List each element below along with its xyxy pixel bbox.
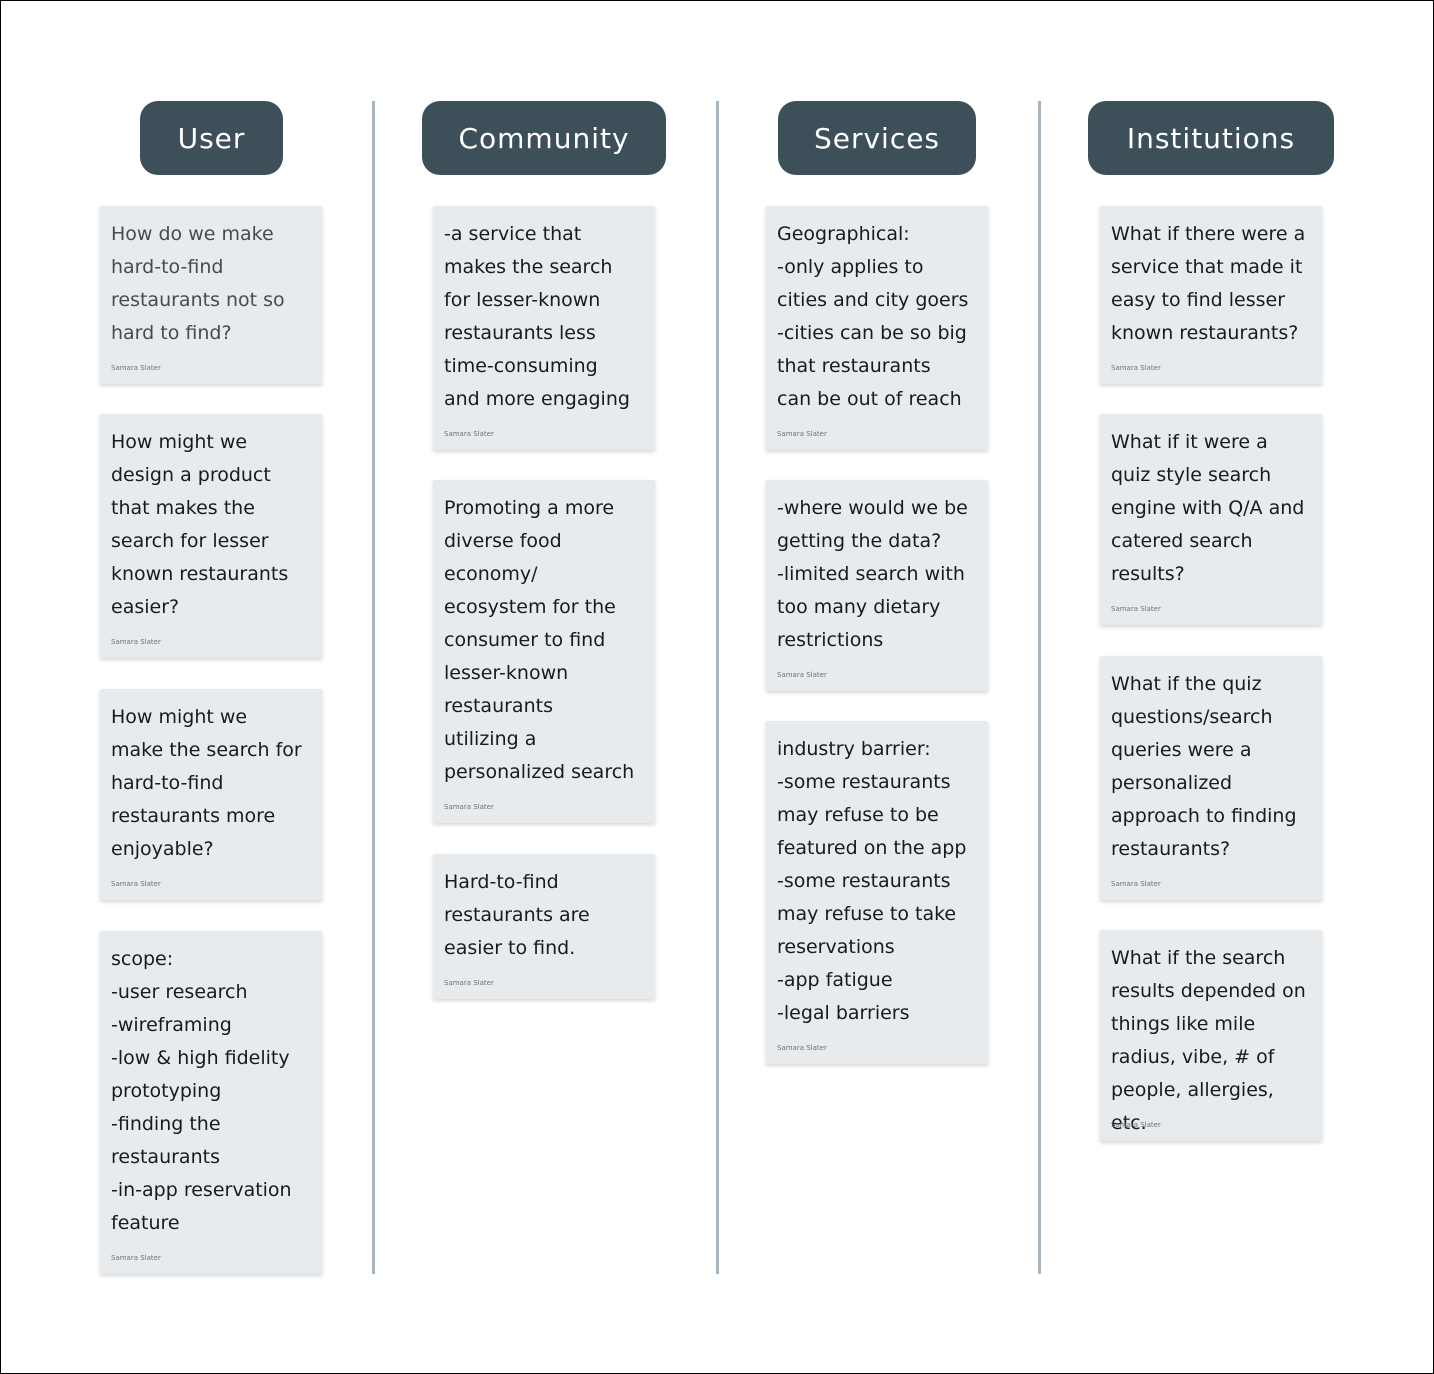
note-text: What if it were a quiz style search engi… xyxy=(1111,431,1305,585)
note-text: What if the search results depended on t… xyxy=(1111,947,1306,1134)
sticky-note[interactable]: What if it were a quiz style search engi… xyxy=(1100,414,1322,625)
note-author: Samara Slater xyxy=(777,430,827,438)
sticky-note[interactable]: What if the search results depended on t… xyxy=(1100,930,1322,1141)
note-text: How do we make hard-to-find restaurants … xyxy=(111,223,285,344)
note-author: Samara Slater xyxy=(1111,605,1161,613)
column-divider xyxy=(1038,101,1041,1274)
note-text: -where would we be getting the data? -li… xyxy=(777,497,968,651)
sticky-note[interactable]: Promoting a more diverse food economy/ e… xyxy=(433,480,655,823)
sticky-note[interactable]: How might we make the search for hard-to… xyxy=(100,689,322,900)
note-author: Samara Slater xyxy=(777,1044,827,1052)
note-text: How might we design a product that makes… xyxy=(111,431,289,618)
sticky-note[interactable]: -a service that makes the search for les… xyxy=(433,206,655,450)
note-author: Samara Slater xyxy=(111,1254,161,1262)
note-text: Geographical: -only applies to cities an… xyxy=(777,223,969,410)
sticky-note[interactable]: How do we make hard-to-find restaurants … xyxy=(100,206,322,384)
note-author: Samara Slater xyxy=(1111,364,1161,372)
sticky-note[interactable]: Hard-to-find restaurants are easier to f… xyxy=(433,854,655,999)
note-text: What if there were a service that made i… xyxy=(1111,223,1306,344)
note-text: Promoting a more diverse food economy/ e… xyxy=(444,497,635,783)
note-author: Samara Slater xyxy=(444,979,494,987)
sticky-note[interactable]: -where would we be getting the data? -li… xyxy=(766,480,988,691)
note-text: What if the quiz questions/search querie… xyxy=(1111,673,1297,860)
sticky-note[interactable]: What if the quiz questions/search querie… xyxy=(1100,656,1322,900)
column-header-services[interactable]: Services xyxy=(778,101,976,175)
note-author: Samara Slater xyxy=(444,430,494,438)
sticky-note[interactable]: Geographical: -only applies to cities an… xyxy=(766,206,988,450)
column-divider xyxy=(372,101,375,1274)
note-author: Samara Slater xyxy=(444,803,494,811)
sticky-note[interactable]: scope: -user research -wireframing -low … xyxy=(100,931,322,1274)
sticky-note[interactable]: What if there were a service that made i… xyxy=(1100,206,1322,384)
note-author: Samara Slater xyxy=(1111,1121,1161,1129)
note-text: Hard-to-find restaurants are easier to f… xyxy=(444,871,590,959)
note-author: Samara Slater xyxy=(111,638,161,646)
note-text: -a service that makes the search for les… xyxy=(444,223,630,410)
column-header-institutions[interactable]: Institutions xyxy=(1088,101,1334,175)
sticky-note[interactable]: industry barrier: -some restaurants may … xyxy=(766,721,988,1064)
column-header-user[interactable]: User xyxy=(140,101,283,175)
note-author: Samara Slater xyxy=(111,880,161,888)
column-divider xyxy=(716,101,719,1274)
note-text: industry barrier: -some restaurants may … xyxy=(777,738,967,1024)
sticky-note[interactable]: How might we design a product that makes… xyxy=(100,414,322,658)
column-header-community[interactable]: Community xyxy=(422,101,666,175)
note-text: How might we make the search for hard-to… xyxy=(111,706,302,860)
note-author: Samara Slater xyxy=(111,364,161,372)
note-text: scope: -user research -wireframing -low … xyxy=(111,948,292,1234)
note-author: Samara Slater xyxy=(777,671,827,679)
note-author: Samara Slater xyxy=(1111,880,1161,888)
